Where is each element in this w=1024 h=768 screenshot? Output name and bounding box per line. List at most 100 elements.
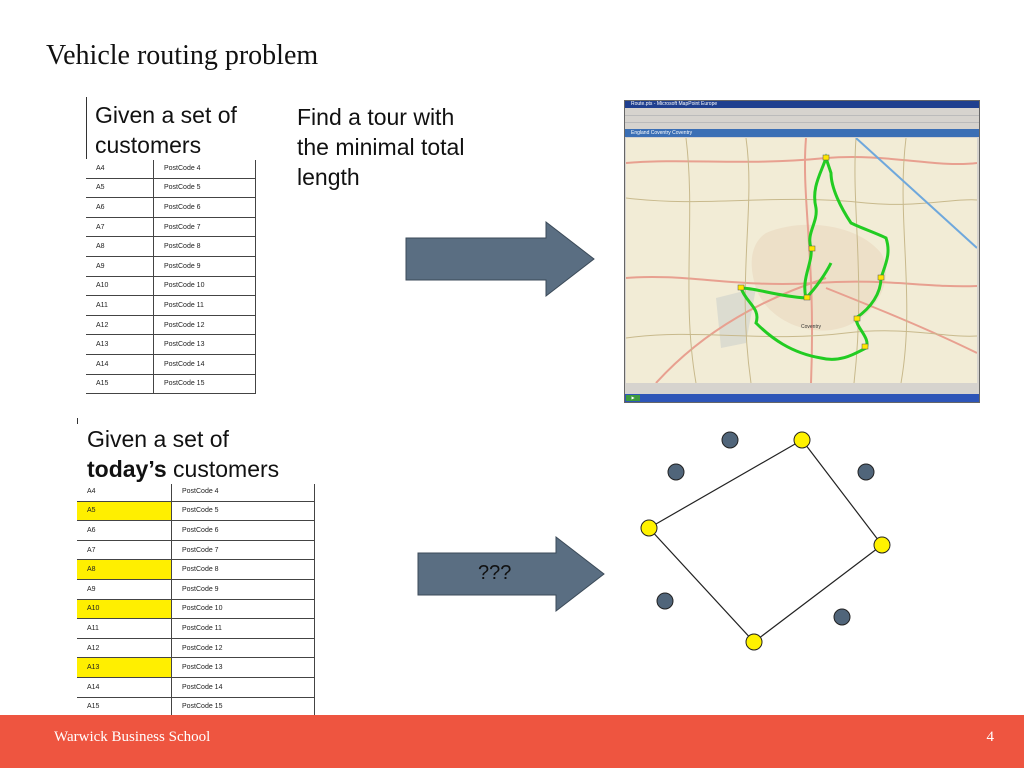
- map-toolbar-2: [625, 122, 979, 130]
- postcode-cell: PostCode 14: [153, 354, 256, 375]
- postcode-cell: PostCode 15: [171, 697, 315, 718]
- postcode-cell: PostCode 8: [153, 236, 256, 257]
- customer-id-cell: A11: [86, 295, 154, 316]
- postcode-cell: PostCode 6: [153, 197, 256, 218]
- postcode-cell: PostCode 5: [171, 501, 315, 522]
- customer-id-cell: A13: [86, 334, 154, 355]
- bottom-caption-line2: today’s customers: [87, 454, 325, 484]
- graph-node-unselected: [833, 608, 851, 626]
- bottom-caption-emphasis: today’s: [87, 456, 167, 482]
- customer-id-cell: A5: [86, 178, 154, 199]
- postcode-cell: PostCode 4: [153, 159, 256, 179]
- map-view: Coventry: [626, 138, 977, 383]
- customer-id-cell: A7: [86, 217, 154, 238]
- postcode-cell: PostCode 8: [171, 559, 315, 580]
- map-window-title: Route.pts - Microsoft MapPoint Europe: [625, 101, 979, 108]
- map-statusbar: [625, 386, 979, 394]
- customer-id-cell: A14: [86, 354, 154, 375]
- graph-node-selected: [745, 633, 763, 651]
- customer-id-cell: A9: [86, 256, 154, 277]
- graph-node-unselected: [721, 431, 739, 449]
- postcode-cell: PostCode 12: [153, 315, 256, 336]
- top-caption-line2: customers: [95, 132, 202, 158]
- route-graph: [640, 431, 891, 651]
- start-button: ▶: [626, 395, 640, 401]
- postcode-cell: PostCode 11: [171, 618, 315, 639]
- postcode-cell: PostCode 11: [153, 295, 256, 316]
- footer-bar: Warwick Business School 4: [0, 715, 1024, 768]
- bottom-arrow: [417, 535, 605, 613]
- customer-id-cell: A13: [77, 657, 172, 678]
- map-screenshot: Route.pts - Microsoft MapPoint Europe En…: [624, 100, 980, 403]
- graph-node-selected: [640, 519, 658, 537]
- graph-node-selected: [793, 431, 811, 449]
- customer-id-cell: A8: [86, 236, 154, 257]
- postcode-cell: PostCode 15: [153, 374, 256, 395]
- postcode-cell: PostCode 10: [171, 599, 315, 620]
- postcode-cell: PostCode 13: [153, 334, 256, 355]
- customer-id-cell: A12: [77, 638, 172, 659]
- customer-id-cell: A6: [86, 197, 154, 218]
- postcode-cell: PostCode 9: [171, 579, 315, 600]
- postcode-cell: PostCode 9: [153, 256, 256, 277]
- customer-id-cell: A10: [86, 276, 154, 297]
- graph-node-unselected: [656, 592, 674, 610]
- result-line1: Find a tour with: [297, 104, 455, 130]
- customer-id-cell: A12: [86, 315, 154, 336]
- map-city-label: Coventry: [801, 324, 822, 330]
- graph-node-unselected: [857, 463, 875, 481]
- customer-id-cell: A10: [77, 599, 172, 620]
- map-toolbar: [625, 115, 979, 123]
- customer-id-cell: A15: [77, 697, 172, 718]
- footer-school-name: Warwick Business School: [54, 729, 211, 745]
- customer-id-cell: A6: [77, 520, 172, 541]
- unknown-method-label: ???: [478, 562, 512, 584]
- postcode-cell: PostCode 14: [171, 677, 315, 698]
- customer-id-cell: A4: [77, 482, 172, 502]
- bottom-caption-rest: customers: [166, 456, 280, 482]
- customer-id-cell: A9: [77, 579, 172, 600]
- bottom-caption: Given a set of today’s customers: [77, 424, 325, 484]
- postcode-cell: PostCode 6: [171, 520, 315, 541]
- result-line3: length: [297, 164, 360, 190]
- customer-id-cell: A5: [77, 501, 172, 522]
- customer-id-cell: A7: [77, 540, 172, 561]
- top-caption: Given a set of customers: [87, 100, 267, 160]
- map-menubar: [625, 108, 979, 115]
- top-arrow: [405, 220, 595, 298]
- customer-id-cell: A11: [77, 618, 172, 639]
- page-number: 4: [986, 729, 995, 745]
- slide-title: Vehicle routing problem: [46, 40, 319, 71]
- postcode-cell: PostCode 10: [153, 276, 256, 297]
- customer-id-cell: A4: [86, 159, 154, 179]
- top-caption-line1: Given a set of: [95, 102, 237, 128]
- postcode-cell: PostCode 4: [171, 482, 315, 502]
- customer-id-cell: A15: [86, 374, 154, 395]
- postcode-cell: PostCode 7: [153, 217, 256, 238]
